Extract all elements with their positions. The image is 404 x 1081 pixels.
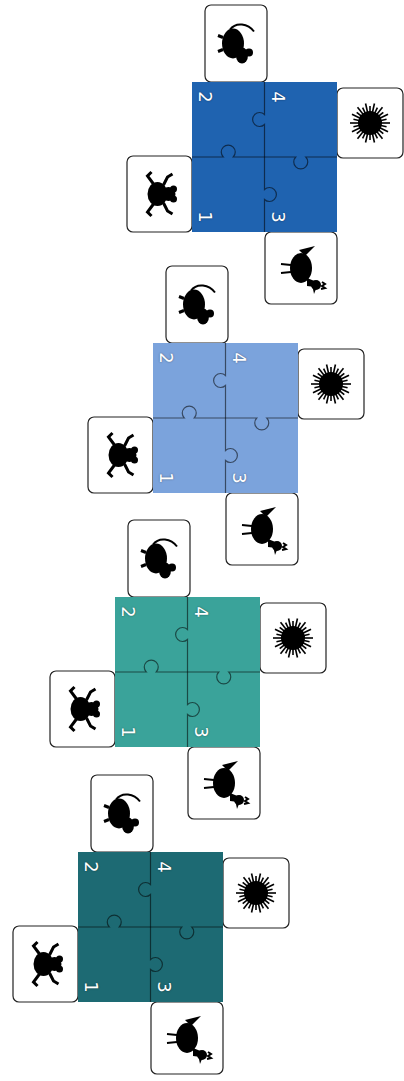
piece-number: 1 — [196, 211, 214, 222]
rat-silhouette — [218, 24, 254, 63]
animal-tile — [337, 88, 403, 158]
piece-number: 4 — [191, 606, 209, 617]
piece-number: 3 — [229, 472, 247, 483]
animal-tile — [166, 266, 228, 343]
puzzle-piece: 2 — [78, 852, 151, 927]
animal-tile — [88, 417, 153, 493]
hen-silhouette — [204, 761, 248, 809]
frog-silhouette — [71, 687, 101, 731]
piece-number: 2 — [82, 861, 100, 872]
puzzle-piece: 3 — [265, 157, 338, 232]
puzzle-piece: 2 — [153, 343, 226, 418]
piece-number: 3 — [268, 211, 286, 222]
animal-tile — [205, 5, 267, 82]
piece-number: 3 — [154, 981, 172, 992]
animal-tile — [151, 1002, 223, 1074]
jigsaw-cut — [78, 915, 223, 939]
puzzle-square — [153, 343, 298, 493]
hen-silhouette — [281, 246, 325, 294]
animal-tile — [223, 858, 289, 928]
puzzle-piece: 4 — [151, 852, 224, 927]
rat-silhouette — [141, 539, 177, 578]
puzzle-piece: 3 — [188, 672, 261, 747]
jigsaw-cut — [153, 406, 298, 430]
urchin-silhouette — [273, 619, 313, 658]
hen-silhouette — [242, 507, 286, 555]
animal-tile — [50, 671, 115, 747]
piece-number: 4 — [154, 861, 172, 872]
puzzle-piece: 2 — [192, 82, 265, 157]
puzzle-square — [115, 597, 260, 747]
rat-silhouette — [179, 285, 215, 324]
urchin-silhouette — [236, 874, 276, 913]
piece-number: 4 — [229, 352, 247, 363]
puzzle-piece: 4 — [226, 343, 299, 418]
piece-number: 2 — [119, 606, 137, 617]
piece-number: 2 — [157, 352, 175, 363]
animal-tile — [13, 926, 78, 1002]
puzzle-piece: 3 — [226, 418, 299, 493]
jigsaw-cut — [192, 145, 337, 169]
frog-silhouette — [109, 433, 139, 477]
puzzle-square — [192, 82, 337, 232]
puzzle-piece: 2 — [115, 597, 188, 672]
piece-number: 1 — [82, 981, 100, 992]
animal-tile — [188, 747, 260, 819]
piece-number: 4 — [268, 91, 286, 102]
animal-tile — [260, 603, 326, 673]
piece-number: 1 — [157, 472, 175, 483]
frog-silhouette — [148, 172, 178, 216]
puzzle-square — [78, 852, 223, 1002]
animal-tile — [298, 349, 364, 419]
urchin-silhouette — [311, 365, 351, 404]
piece-number: 2 — [196, 91, 214, 102]
animal-tile — [265, 232, 337, 304]
puzzle-piece: 1 — [115, 672, 188, 747]
puzzle-piece: 4 — [265, 82, 338, 157]
piece-number: 1 — [119, 726, 137, 737]
puzzle-piece: 1 — [192, 157, 265, 232]
puzzle-piece: 3 — [151, 927, 224, 1002]
rat-silhouette — [104, 794, 140, 833]
animal-tile — [226, 493, 298, 565]
urchin-silhouette — [350, 104, 390, 143]
puzzle-piece: 1 — [153, 418, 226, 493]
hen-silhouette — [167, 1016, 211, 1064]
frog-silhouette — [34, 942, 64, 986]
piece-number: 3 — [191, 726, 209, 737]
jigsaw-cut — [115, 660, 260, 684]
animal-tile — [128, 520, 190, 597]
puzzle-piece: 1 — [78, 927, 151, 1002]
puzzle-piece: 4 — [188, 597, 261, 672]
animal-tile — [127, 156, 192, 232]
animal-tile — [91, 775, 153, 852]
